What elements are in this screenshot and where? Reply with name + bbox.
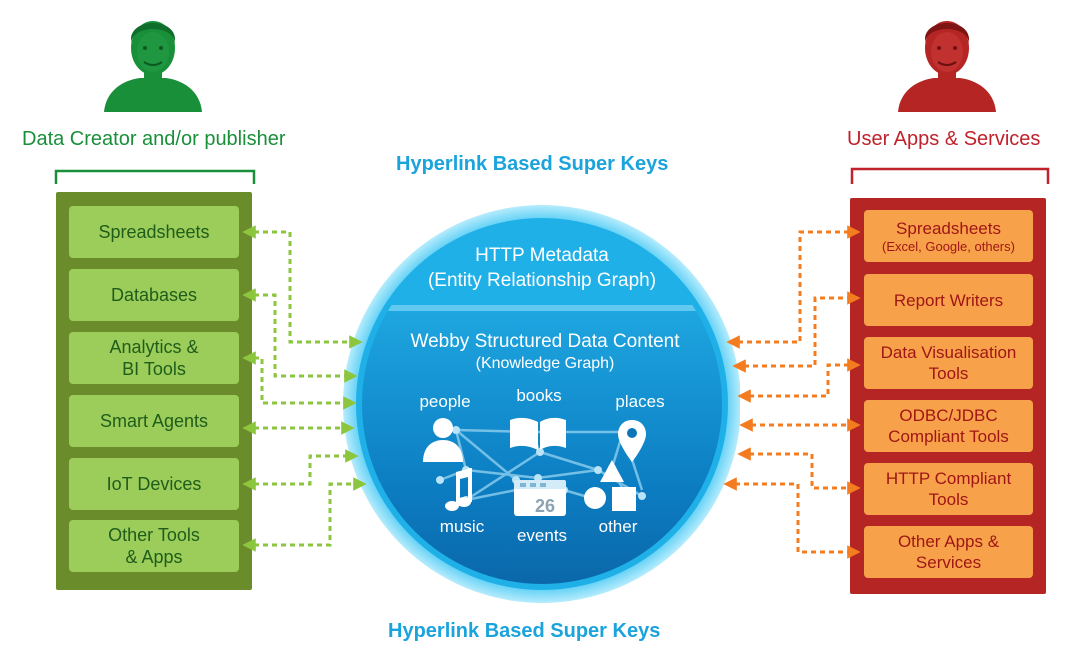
right-panel: Spreadsheets (Excel, Google, others) Rep…	[850, 198, 1046, 594]
left-panel: Spreadsheets Databases Analytics & BI To…	[56, 192, 252, 590]
super-keys-top: Hyperlink Based Super Keys	[396, 153, 669, 175]
right-connectors	[723, 225, 861, 559]
outer-title: HTTP Metadata	[475, 245, 609, 266]
right-item-data-visualisation: Data Visualisation Tools	[864, 337, 1033, 389]
right-item-label: Data Visualisation Tools	[880, 343, 1017, 383]
right-item-label: Report Writers	[893, 290, 1004, 310]
connector-data-visualisation	[737, 358, 861, 403]
node-label-events: events	[516, 526, 568, 545]
left-item-databases: Databases	[69, 269, 239, 321]
connector-other-tools	[242, 477, 367, 552]
right-caption: User Apps & Services	[847, 128, 1041, 150]
right-item-odbc-jdbc: ODBC/JDBC Compliant Tools	[864, 400, 1033, 452]
knowledge-graph-circle: 26	[343, 205, 740, 603]
right-item-http-compliant: HTTP Compliant Tools	[864, 463, 1033, 515]
right-item-label: ODBC/JDBC Compliant Tools	[888, 406, 1009, 446]
node-label-other: other	[598, 517, 638, 536]
node-label-places: places	[615, 392, 665, 411]
music-note-icon	[445, 468, 472, 511]
left-connectors	[242, 225, 367, 552]
left-bracket	[54, 169, 256, 184]
right-bracket	[850, 167, 1050, 184]
right-item-report-writers: Report Writers	[864, 274, 1033, 326]
node-label-books: books	[516, 386, 562, 405]
node-label-people: people	[419, 392, 471, 411]
inner-subtitle: (Knowledge Graph)	[475, 355, 615, 372]
left-item-iot-devices: IoT Devices	[69, 458, 239, 510]
outer-subtitle: (Entity Relationship Graph)	[427, 270, 657, 291]
left-item-analytics: Analytics & BI Tools	[69, 332, 239, 384]
person-icon	[104, 21, 202, 112]
left-item-spreadsheets: Spreadsheets	[69, 206, 239, 258]
super-keys-bottom: Hyperlink Based Super Keys	[388, 620, 661, 642]
inner-title: Webby Structured Data Content	[410, 331, 680, 352]
node-label-music: music	[439, 517, 485, 536]
left-item-other-tools: Other Tools & Apps	[69, 520, 239, 572]
connector-analytics	[242, 351, 357, 410]
right-item-label: HTTP Compliant Tools	[885, 469, 1012, 509]
right-item-sublabel: (Excel, Google, others)	[882, 238, 1015, 254]
shapes-icon	[584, 460, 636, 511]
connector-right-spreadsheets	[726, 225, 861, 349]
right-item-spreadsheets: Spreadsheets (Excel, Google, others)	[864, 210, 1033, 262]
book-icon	[510, 417, 566, 450]
connector-iot-devices	[242, 449, 359, 491]
right-item-label: Other Apps & Services	[897, 532, 1000, 572]
connector-spreadsheets	[242, 225, 363, 349]
left-item-smart-agents: Smart Agents	[69, 395, 239, 447]
map-pin-icon	[618, 420, 646, 462]
calendar-day: 26	[535, 496, 555, 516]
connector-report-writers	[732, 291, 861, 373]
person-icon	[898, 21, 996, 112]
left-caption: Data Creator and/or publisher	[22, 128, 286, 150]
person-icon	[423, 418, 463, 462]
calendar-icon: 26	[514, 480, 566, 516]
right-item-label: Spreadsheets	[896, 218, 1001, 238]
connector-other-apps	[723, 477, 861, 559]
right-item-other-apps: Other Apps & Services	[864, 526, 1033, 578]
